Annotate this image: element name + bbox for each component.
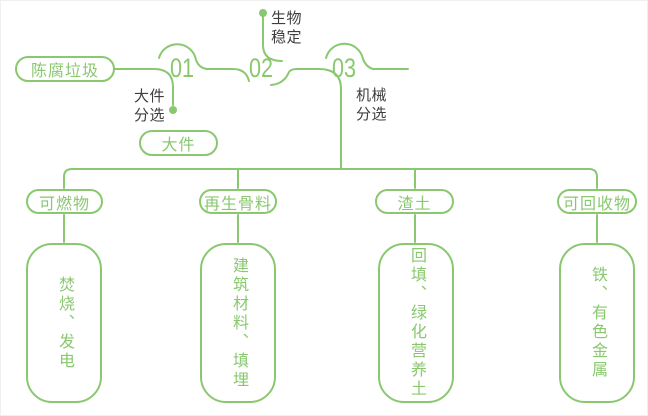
bulky-output-label: 大件	[161, 137, 196, 154]
branch-pill-combustibles: 可燃物	[26, 189, 103, 214]
flow-line-source-to-01	[114, 68, 174, 106]
stage-01-process-label: 大件 分选	[134, 88, 166, 124]
branch-pill-recyclables: 可回收物	[557, 189, 637, 214]
detail-text-recycled-aggregate: 建筑材料、填埋	[230, 256, 247, 390]
branch-pill-recycled-aggregate: 再生骨料	[199, 189, 277, 214]
branch-label-slag-soil: 渣土	[397, 195, 432, 213]
detail-text-combustibles: 焚烧、发电	[56, 275, 73, 371]
flow-line-02-to-branch	[270, 68, 342, 170]
stage-03-process-label: 机械 分选	[356, 87, 388, 123]
branch-label-recycled-aggregate: 再生骨料	[203, 195, 272, 213]
stage-number-03: 03	[331, 52, 357, 83]
branch-rail	[63, 168, 598, 189]
detail-text-slag-soil: 回填、绿化营养土	[408, 247, 425, 399]
branch-pill-slag-soil: 渣土	[375, 189, 454, 214]
detail-box-combustibles: 焚烧、发电	[26, 243, 102, 403]
riser-stage-02	[262, 16, 283, 62]
dot-bulky-output	[169, 106, 177, 114]
branch-label-combustibles: 可燃物	[38, 195, 90, 213]
detail-box-recyclables: 铁、有色金属	[559, 243, 635, 403]
bulky-output-pill: 大件	[139, 130, 218, 156]
arc-stage-01	[158, 43, 250, 82]
arc-stage-03	[325, 42, 409, 70]
source-label: 陈腐垃圾	[30, 63, 99, 80]
pill-box-connectors	[63, 214, 598, 243]
detail-text-recyclables: 铁、有色金属	[589, 266, 606, 380]
detail-box-recycled-aggregate: 建筑材料、填埋	[200, 243, 276, 403]
dot-bio-stabilize	[259, 9, 267, 17]
stage-number-02: 02	[248, 52, 274, 83]
stage-02-process-label: 生物 稳定	[271, 10, 303, 46]
detail-box-slag-soil: 回填、绿化营养土	[378, 243, 454, 403]
branch-label-recyclables: 可回收物	[562, 195, 631, 213]
source-pill: 陈腐垃圾	[15, 56, 115, 82]
stage-number-01: 01	[169, 52, 195, 83]
